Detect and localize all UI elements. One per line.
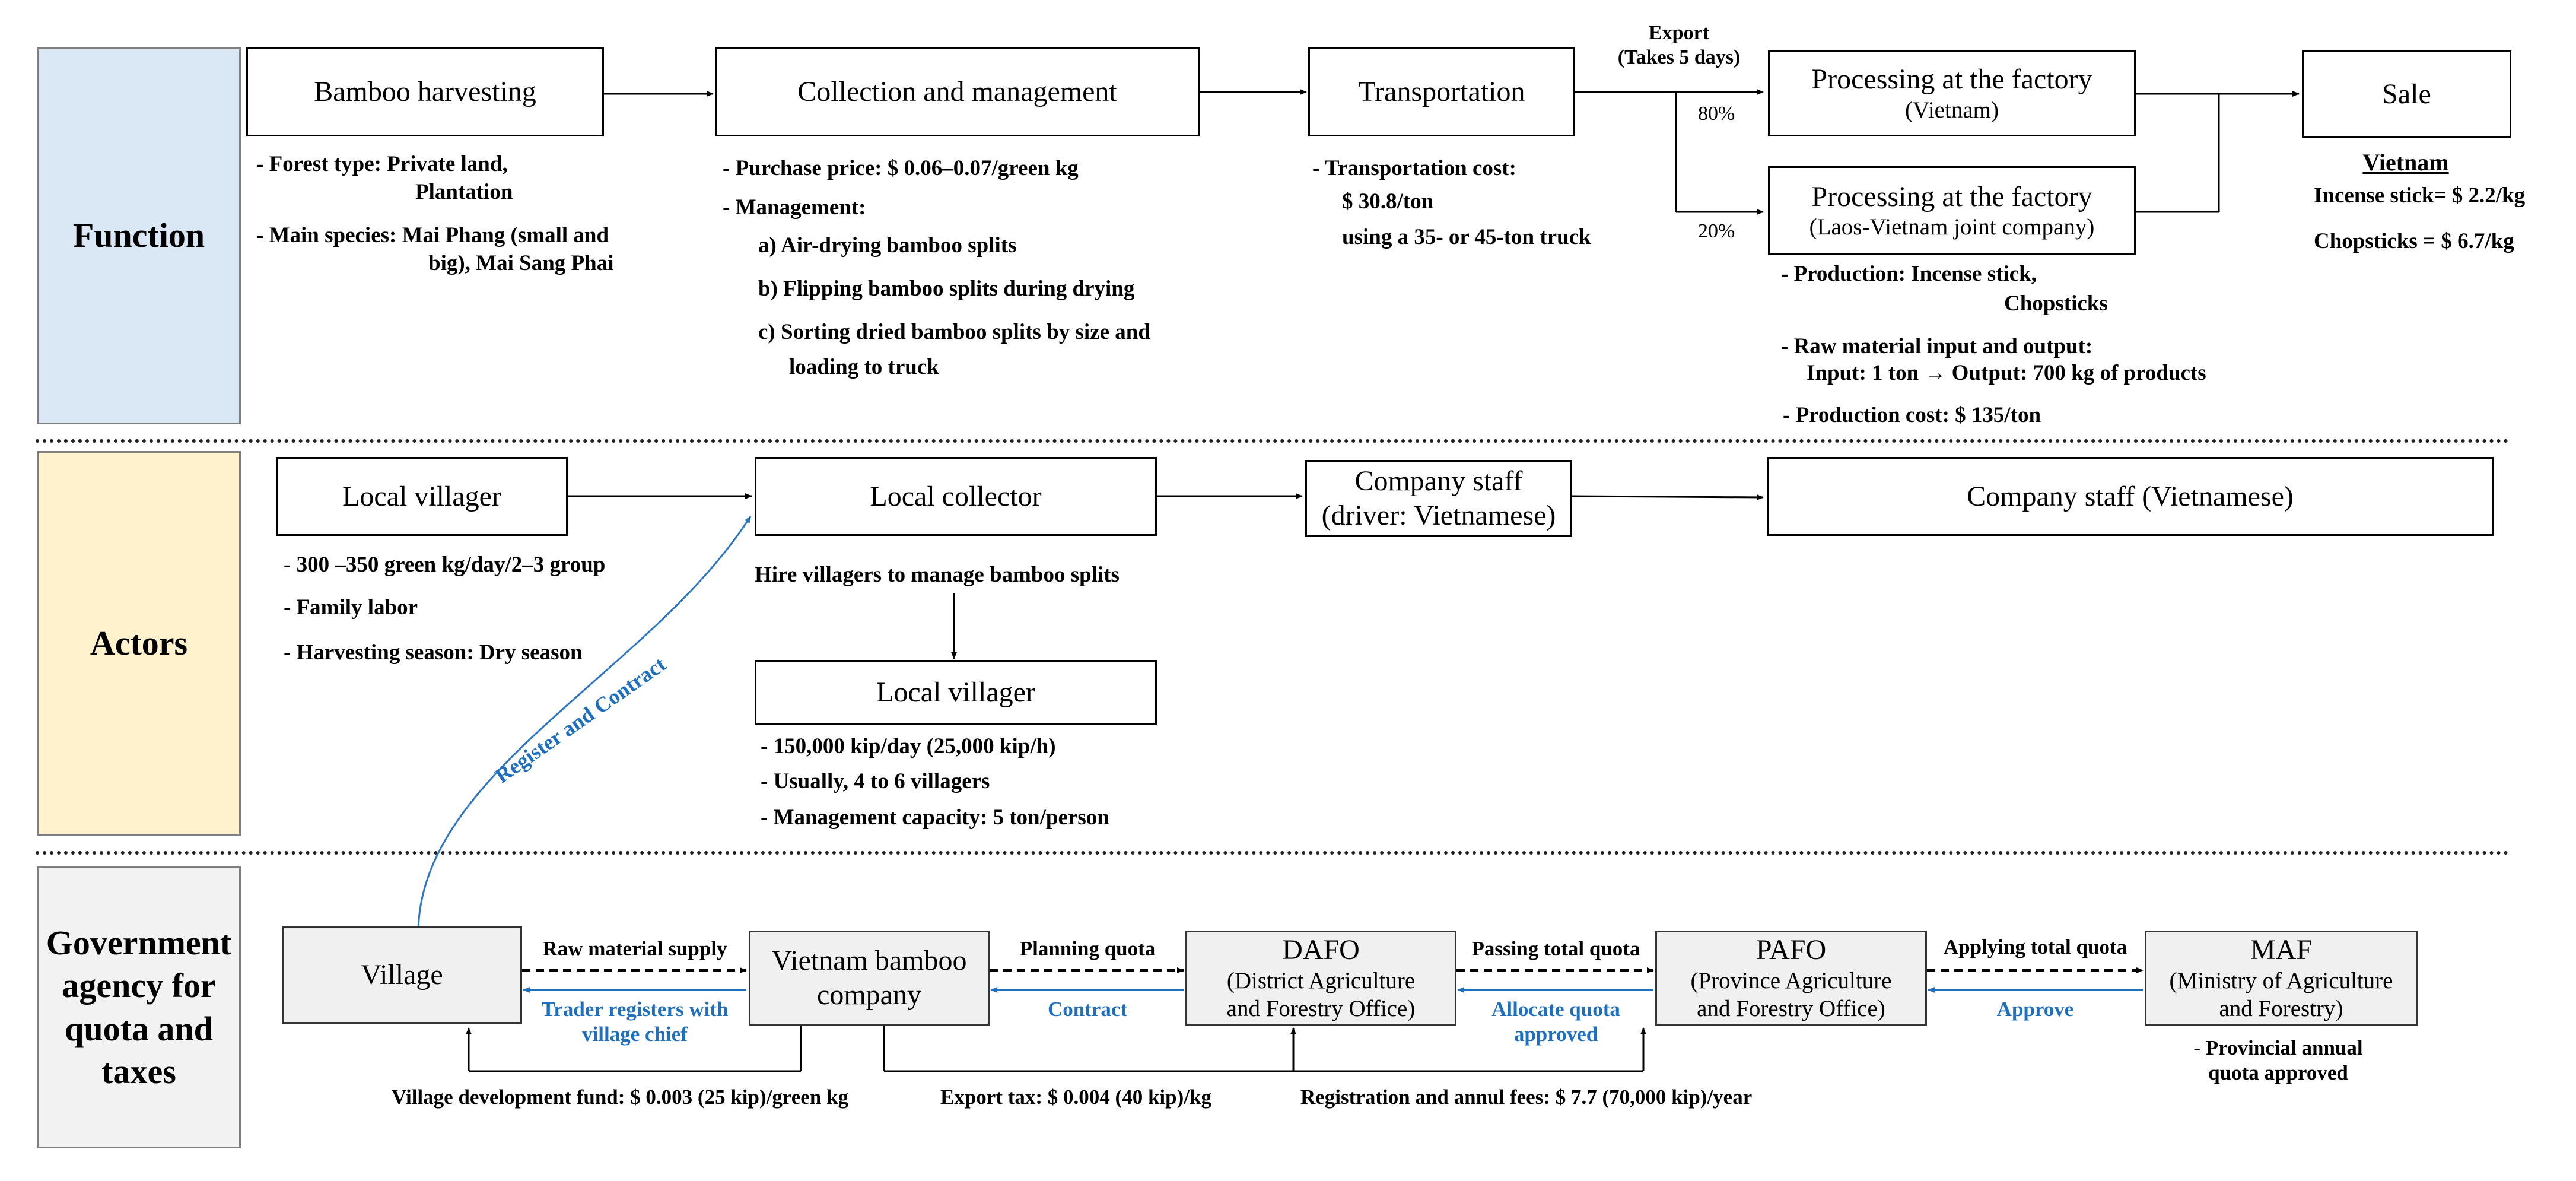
- company-staff-sub: (driver: Vietnamese): [1321, 500, 1556, 531]
- vn-bamboo-label: Vietnam bamboo: [771, 945, 967, 977]
- dafo-sub-2: and Forestry Office): [1226, 995, 1416, 1021]
- villager-rate: - 300 –350 green kg/day/2–3 group: [284, 553, 606, 577]
- transportation-box: Transportation: [1308, 47, 1575, 136]
- lane-function-label: Function: [72, 216, 205, 255]
- processing-production-2: Chopsticks: [2004, 291, 2108, 316]
- villager2-capacity: - Management capacity: 5 ton/person: [761, 805, 1109, 830]
- villager2-count: - Usually, 4 to 6 villagers: [761, 769, 990, 793]
- local-villager-2-label: Local villager: [876, 677, 1035, 709]
- lane-government: Government agency for quota and taxes: [37, 866, 241, 1148]
- export-label: Export (Takes 5 days): [1617, 22, 1741, 68]
- villager-season: - Harvesting season: Dry season: [284, 640, 583, 665]
- applying-quota-label: Applying total quota: [1943, 935, 2127, 958]
- company-staff-vn-label: Company staff (Vietnamese): [1967, 480, 2294, 512]
- lane-government-label: Government agency for quota and taxes: [46, 923, 232, 1091]
- vn-bamboo-company-box: Vietnam bamboo company: [749, 931, 990, 1026]
- company-staff-box: Company staff (driver: Vietnamese): [1305, 460, 1572, 537]
- trader-registers-label: Trader registers with village chief: [541, 998, 729, 1046]
- harvest-species-2: big), Mai Sang Phai: [428, 251, 614, 275]
- processing-vietnam-box: Processing at the factory (Vietnam): [1768, 50, 2136, 136]
- processing-joint-label: Processing at the factory: [1811, 180, 2092, 212]
- divider-bottom: [36, 851, 2510, 855]
- registration-fees-label: Registration and annul fees: $ 7.7 (70,0…: [1300, 1085, 1753, 1109]
- bamboo-harvesting-box: Bamboo harvesting: [246, 47, 604, 136]
- local-collector-label: Local collector: [870, 480, 1042, 512]
- planning-quota-label: Planning quota: [1019, 937, 1156, 960]
- processing-raw: - Raw material input and output:: [1781, 334, 2093, 358]
- sale-box: Sale: [2302, 50, 2511, 138]
- processing-io: Input: 1 ton → Output: 700 kg of product…: [1807, 361, 2206, 385]
- approve-label: Approve: [1996, 998, 2074, 1021]
- pafo-label: PAFO: [1756, 934, 1827, 966]
- maf-sub: (Ministry of Agriculture: [2169, 968, 2393, 993]
- harvest-species: - Main species: Mai Phang (small and: [256, 223, 609, 247]
- dafo-label: DAFO: [1282, 934, 1360, 966]
- sale-chopsticks: Chopsticks = $ 6.7/kg: [2314, 229, 2514, 253]
- hire-note: Hire villagers to manage bamboo splits: [755, 563, 1120, 587]
- collection-purchase: - Purchase price: $ 0.06–0.07/green kg: [723, 156, 1079, 180]
- collection-item-c2: loading to truck: [789, 355, 939, 379]
- maf-sub-2: and Forestry): [2219, 995, 2343, 1021]
- maf-label: MAF: [2250, 934, 2313, 966]
- divider-top: [36, 439, 2510, 443]
- local-villager-box: Local villager: [276, 457, 568, 536]
- collection-item-c: c) Sorting dried bamboo splits by size a…: [758, 320, 1150, 344]
- collection-management-box: Collection and management: [715, 47, 1200, 136]
- vn-bamboo-label-2: company: [817, 979, 921, 1011]
- collection-item-b: b) Flipping bamboo splits during drying: [758, 277, 1135, 301]
- local-collector-box: Local collector: [755, 457, 1157, 536]
- villager2-wage: - 150,000 kip/day (25,000 kip/h): [761, 734, 1056, 758]
- harvest-forest-type: - Forest type: Private land,: [256, 152, 508, 176]
- allocate-quota-label: Allocate quota approved: [1491, 998, 1620, 1046]
- pafo-sub-2: and Forestry Office): [1697, 995, 1885, 1021]
- bamboo-harvesting-label: Bamboo harvesting: [314, 76, 536, 108]
- village-label: Village: [361, 958, 443, 990]
- passing-quota-label: Passing total quota: [1471, 937, 1640, 960]
- collection-management-label: Collection and management: [797, 76, 1117, 108]
- dafo-box: DAFO (District Agriculture and Forestry …: [1185, 931, 1456, 1026]
- sale-incense: Incense stick= $ 2.2/kg: [2314, 183, 2526, 208]
- collection-management-title: - Management:: [723, 195, 866, 220]
- processing-joint-sub: (Laos-Vietnam joint company): [1809, 214, 2095, 240]
- maf-note: - Provincial annual quota approved: [2193, 1036, 2363, 1084]
- harvest-forest-type-2: Plantation: [415, 180, 513, 204]
- company-staff-vn-box: Company staff (Vietnamese): [1767, 457, 2494, 536]
- transport-value: $ 30.8/ton: [1342, 189, 1434, 214]
- raw-supply-label: Raw material supply: [542, 937, 727, 960]
- processing-vietnam-label: Processing at the factory: [1811, 64, 2092, 96]
- pct-80-label: 80%: [1698, 103, 1735, 125]
- processing-joint-box: Processing at the factory (Laos-Vietnam …: [1768, 166, 2136, 255]
- contract-label: Contract: [1047, 998, 1128, 1021]
- processing-cost: - Production cost: $ 135/ton: [1783, 403, 2041, 427]
- export-tax-label: Export tax: $ 0.004 (40 kip)/kg: [940, 1085, 1211, 1109]
- sale-label: Sale: [2382, 78, 2431, 110]
- maf-box: MAF (Ministry of Agriculture and Forestr…: [2145, 931, 2418, 1026]
- processing-vietnam-sub: (Vietnam): [1905, 97, 1999, 123]
- village-fund-label: Village development fund: $ 0.003 (25 ki…: [392, 1085, 849, 1109]
- local-villager-2-box: Local villager: [755, 660, 1157, 725]
- lane-actors: Actors: [37, 451, 241, 836]
- transport-truck: using a 35- or 45-ton truck: [1342, 225, 1591, 249]
- company-staff-label: Company staff: [1354, 465, 1523, 497]
- collection-item-a: a) Air-drying bamboo splits: [758, 233, 1017, 258]
- villager-labor: - Family labor: [284, 595, 418, 620]
- dafo-sub: (District Agriculture: [1226, 968, 1416, 993]
- transportation-label: Transportation: [1358, 76, 1525, 108]
- pafo-sub: (Province Agriculture: [1690, 968, 1892, 993]
- village-box: Village: [282, 926, 522, 1024]
- processing-production: - Production: Incense stick,: [1781, 262, 2037, 286]
- pafo-box: PAFO (Province Agriculture and Forestry …: [1655, 931, 1927, 1026]
- sale-country: Vietnam: [2362, 149, 2449, 176]
- lane-function: Function: [37, 47, 241, 424]
- transport-cost: - Transportation cost:: [1312, 156, 1516, 180]
- local-villager-label: Local villager: [342, 480, 501, 512]
- lane-actors-label: Actors: [90, 623, 188, 662]
- pct-20-label: 20%: [1698, 220, 1735, 242]
